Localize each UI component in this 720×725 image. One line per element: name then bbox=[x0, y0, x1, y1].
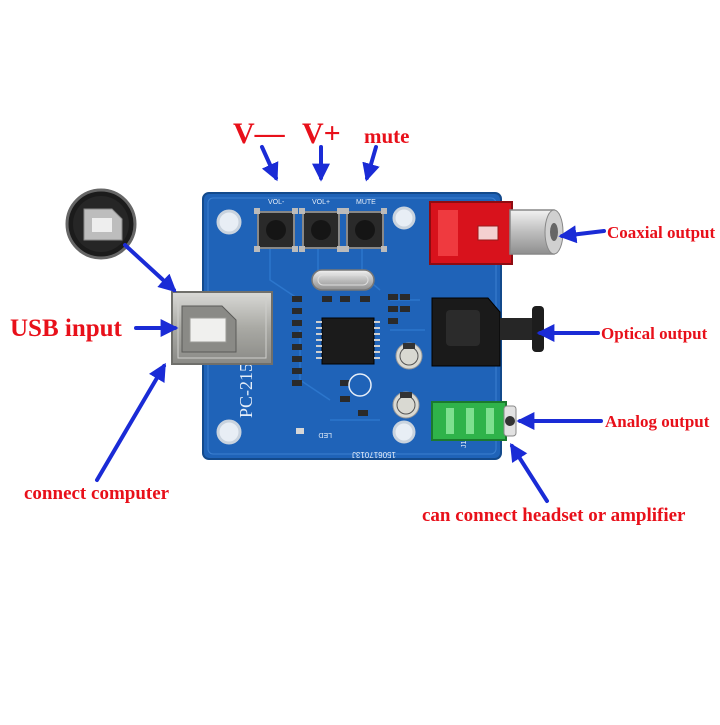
board-serial: 150617013J bbox=[352, 450, 396, 459]
label-coaxial-output: Coaxial output bbox=[607, 223, 716, 242]
usb-b-connector bbox=[171, 291, 273, 365]
smd-components bbox=[292, 294, 410, 434]
arrow-connect-computer bbox=[95, 362, 166, 482]
arrow-mute bbox=[362, 145, 380, 182]
silk-vol-down: VOL- bbox=[268, 199, 285, 206]
label-usb-input: USB input bbox=[10, 315, 122, 342]
volume-down-button bbox=[254, 208, 298, 252]
optical-toslink-connector bbox=[431, 297, 544, 367]
label-vol-down: V— bbox=[233, 117, 285, 150]
label-connect-headset: can connect headset or amplifier bbox=[422, 505, 686, 526]
capacitor-1 bbox=[395, 342, 423, 370]
silk-led: LED bbox=[318, 431, 332, 438]
capacitor-3 bbox=[348, 373, 372, 397]
dac-chip bbox=[316, 317, 380, 365]
analog-audio-jack bbox=[431, 401, 517, 441]
label-optical-output: Optical output bbox=[601, 324, 708, 343]
silk-mute: MUTE bbox=[356, 199, 376, 206]
label-mute: mute bbox=[364, 124, 410, 148]
mute-button bbox=[343, 208, 387, 252]
arrow-usb-inset bbox=[123, 243, 177, 293]
label-vol-up: V+ bbox=[302, 117, 341, 150]
volume-up-button bbox=[299, 208, 343, 252]
capacitor-2 bbox=[392, 391, 420, 419]
coaxial-rca-connector bbox=[429, 201, 564, 265]
blue-arrow-icon bbox=[95, 145, 606, 503]
silk-vol-up: VOL+ bbox=[312, 199, 330, 206]
arrow-coaxial bbox=[558, 225, 606, 244]
arrow-vol-down bbox=[260, 145, 279, 182]
label-analog-output: Analog output bbox=[605, 412, 710, 431]
silk-j1: J1 bbox=[461, 441, 468, 449]
label-connect-computer: connect computer bbox=[24, 483, 170, 504]
board-model: PC-215 bbox=[236, 363, 256, 418]
usb-b-port-icon bbox=[65, 188, 137, 260]
arrow-headset bbox=[510, 442, 549, 503]
crystal-oscillator bbox=[311, 269, 375, 291]
